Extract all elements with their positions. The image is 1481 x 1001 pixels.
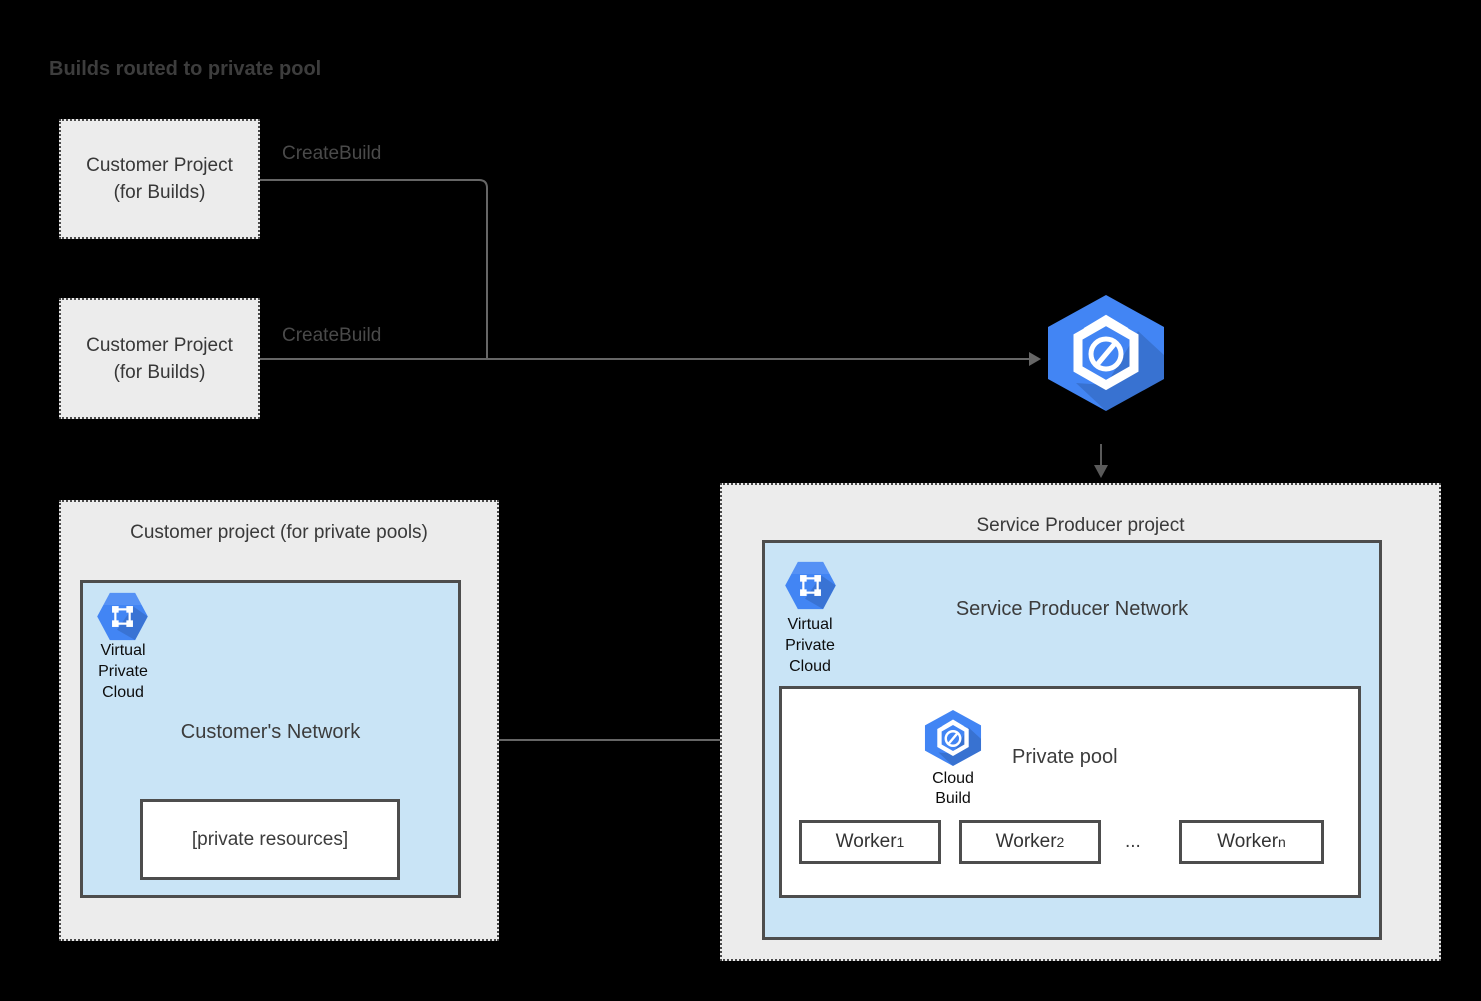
arrowhead-into-cloud-build bbox=[1029, 352, 1041, 366]
vpc-label-line1: Virtual bbox=[787, 616, 833, 633]
box1-line1: Customer Project bbox=[86, 155, 233, 176]
createbuild-label-1: CreateBuild bbox=[282, 143, 382, 164]
customer-project-builds-box-2: Customer Project (for Builds) bbox=[59, 298, 260, 419]
vpc-label-line3: Cloud bbox=[102, 684, 144, 701]
private-resources-label: [private resources] bbox=[191, 828, 349, 850]
virtual-private-cloud-icon bbox=[785, 561, 836, 610]
cloud-build-label-line1: Cloud bbox=[932, 770, 974, 787]
worker-n-label: Worker bbox=[1217, 831, 1279, 852]
vpc-label-line2: Private bbox=[785, 637, 835, 654]
cloud-build-icon bbox=[924, 709, 982, 767]
box2-line1: Customer Project bbox=[86, 334, 233, 356]
worker-1-label: Worker bbox=[835, 831, 897, 852]
cloud-build-icon bbox=[1048, 295, 1164, 411]
virtual-private-cloud-icon bbox=[97, 592, 148, 641]
customer-pool-project-title: Customer project (for private pools) bbox=[130, 522, 428, 543]
customer-network-box: Virtual Private Cloud Customer's Network… bbox=[80, 580, 461, 898]
arrowhead-down bbox=[1094, 465, 1108, 478]
box2-line2: (for Builds) bbox=[113, 361, 206, 383]
vpc-label-line1: Virtual bbox=[100, 642, 146, 659]
service-producer-network-name: Service Producer Network bbox=[955, 598, 1189, 620]
vpc-icon-label: Virtual Private Cloud bbox=[770, 614, 850, 677]
createbuild-label-2: CreateBuild bbox=[282, 325, 382, 346]
diagram-title: Builds routed to private pool bbox=[49, 58, 322, 80]
vpc-label-line2: Private bbox=[98, 663, 148, 680]
customer-project-builds-box-1: Customer Project (for Builds) bbox=[59, 119, 260, 239]
cloud-build-icon-label: Cloud Build bbox=[913, 769, 993, 809]
service-producer-network-box: Virtual Private Cloud Service Producer N… bbox=[762, 540, 1382, 940]
private-resources-box: [private resources] bbox=[140, 799, 400, 880]
vpc-label-line3: Cloud bbox=[789, 658, 831, 675]
worker-2-label: Worker bbox=[995, 831, 1057, 852]
customer-network-name: Customer's Network bbox=[180, 721, 361, 743]
private-pool-name: Private pool bbox=[1012, 746, 1118, 768]
vpc-icon-label: Virtual Private Cloud bbox=[83, 640, 163, 703]
box1-line2: (for Builds) bbox=[113, 182, 206, 203]
cloud-build-label-line2: Build bbox=[935, 790, 971, 807]
service-producer-project-title: Service Producer project bbox=[976, 515, 1185, 536]
workers-ellipsis: ... bbox=[1125, 831, 1141, 852]
